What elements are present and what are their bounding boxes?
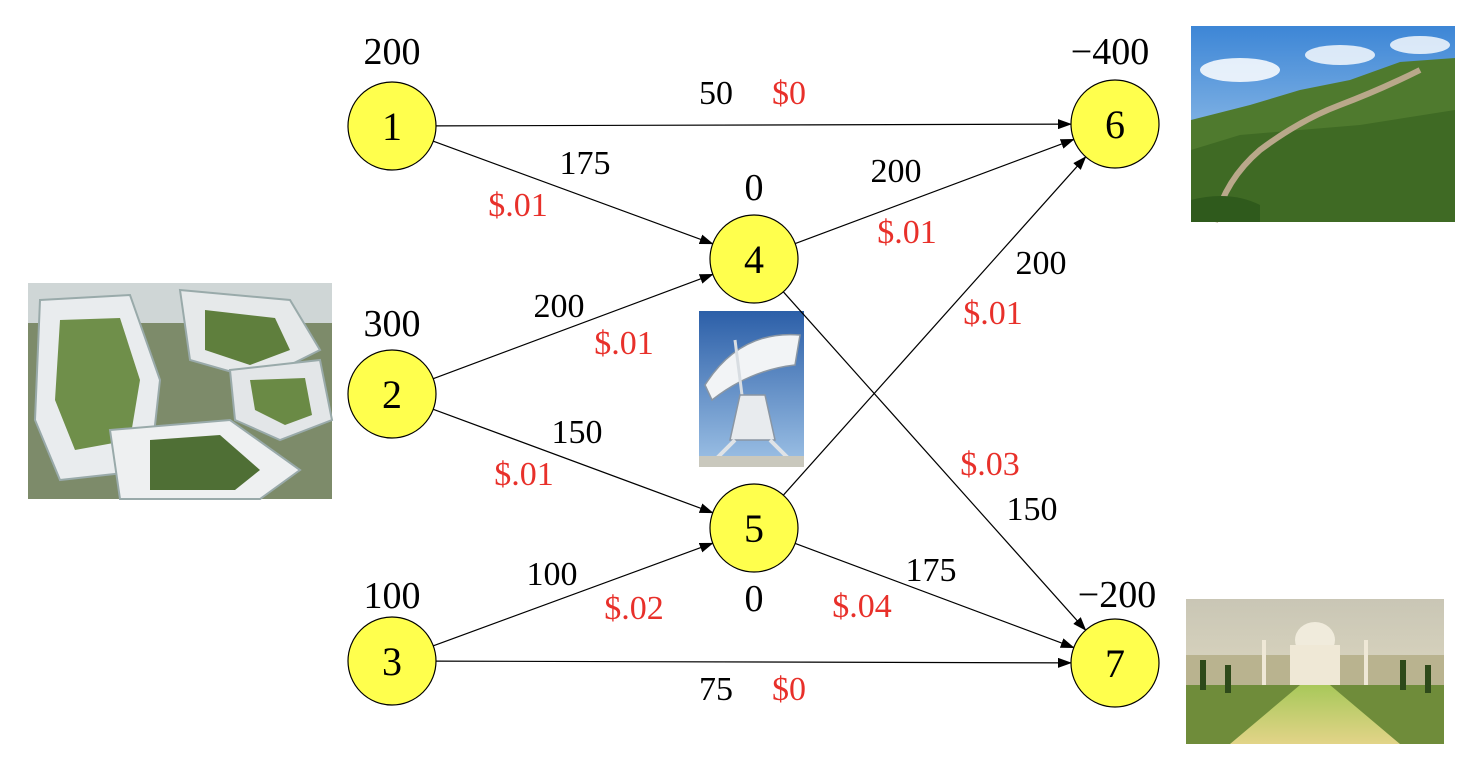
edge-3-5-cost-label: $.02 — [604, 590, 664, 627]
edges-layer — [433, 119, 1087, 668]
edge-4-7-arrow — [782, 291, 1087, 631]
edge-3-5-capacity-label: 100 — [527, 556, 578, 593]
edge-1-4-arrow — [433, 140, 714, 245]
node-4: 40 — [709, 167, 799, 304]
node-5-circle — [709, 483, 799, 573]
node-3: 3 100 — [347, 575, 437, 706]
edge-5-7-arrow — [795, 542, 1075, 649]
node-1: 1 200 — [347, 31, 437, 171]
node-2-circle — [347, 349, 437, 439]
edge-4-6-arrow — [795, 138, 1075, 245]
edge-4-6-capacity-label: 200 — [871, 153, 922, 190]
node-6-supply-label: −400 — [1071, 31, 1149, 73]
edge-2-5-cost-label: $.01 — [494, 456, 554, 493]
modern-building-photo — [28, 283, 334, 500]
edge-5-6-capacity-label: 200 — [1016, 245, 1067, 282]
node-4-circle — [709, 214, 799, 304]
edge-labels-layer: 50$0175$.01200$.01150$.01100$.0275$0200$… — [488, 75, 1066, 708]
node-6: 6 −400 — [1070, 31, 1160, 169]
edge-1-4-cost-label: $.01 — [488, 187, 548, 224]
edge-4-6-cost-label: $.01 — [877, 214, 937, 251]
edge-5-7-cost-label: $.04 — [832, 588, 892, 625]
taj-mahal-photo — [1186, 599, 1444, 744]
node-5: 50 — [709, 483, 799, 620]
edge-2-4-capacity-label: 200 — [534, 288, 585, 325]
node-6-label: 6 — [1105, 102, 1125, 147]
node-3-label: 3 — [382, 639, 402, 684]
radio-telescope-photo — [699, 311, 804, 467]
edge-1-6-capacity-label: 50 — [699, 75, 733, 112]
node-1-label: 1 — [382, 104, 402, 149]
node-7: 7 −200 — [1070, 574, 1160, 708]
node-3-circle — [347, 616, 437, 706]
node-4-supply-label: 0 — [745, 167, 764, 209]
edge-5-6-arrow — [782, 156, 1087, 496]
edge-5-6-cost-label: $.01 — [963, 295, 1023, 332]
edge-3-5-arrow — [433, 542, 714, 647]
edge-3-7-arrow — [435, 657, 1073, 668]
edge-3-7-cost-label: $0 — [772, 671, 806, 708]
edge-1-4-capacity-label: 175 — [560, 145, 611, 182]
edge-2-5-arrow — [433, 408, 714, 514]
node-3-supply-label: 100 — [364, 575, 421, 617]
node-2-supply-label: 300 — [364, 303, 421, 345]
node-7-circle — [1070, 618, 1160, 708]
node-5-supply-label: 0 — [745, 578, 764, 620]
node-7-supply-label: −200 — [1078, 574, 1156, 616]
node-7-label: 7 — [1105, 641, 1125, 686]
edge-1-6-cost-label: $0 — [772, 75, 806, 112]
edge-4-7-capacity-label: 150 — [1007, 491, 1058, 528]
node-6-circle — [1070, 79, 1160, 169]
node-2-label: 2 — [382, 372, 402, 417]
node-5-label: 5 — [744, 506, 764, 551]
node-4-label: 4 — [744, 237, 764, 282]
edge-5-7-capacity-label: 175 — [906, 552, 957, 589]
node-2: 2 300 — [347, 303, 437, 439]
edge-1-6-arrow — [435, 119, 1073, 130]
edge-3-7-capacity-label: 75 — [699, 671, 733, 708]
edge-2-4-cost-label: $.01 — [594, 325, 654, 362]
node-1-supply-label: 200 — [364, 31, 421, 73]
edge-2-4-arrow — [433, 273, 714, 380]
great-wall-photo — [1191, 26, 1455, 223]
node-1-circle — [347, 81, 437, 171]
edge-4-7-cost-label: $.03 — [960, 446, 1020, 483]
edge-2-5-capacity-label: 150 — [552, 414, 603, 451]
